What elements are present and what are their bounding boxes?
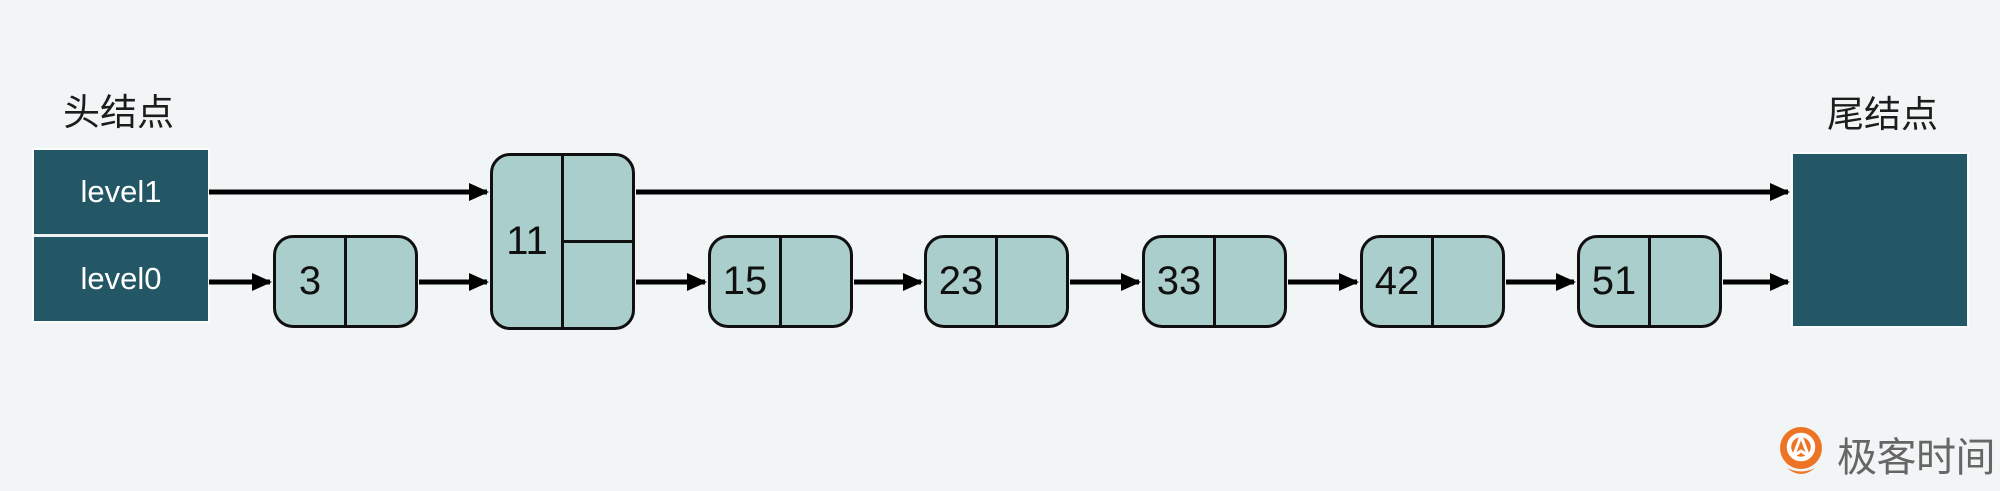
node-pointer-cell (782, 238, 850, 325)
node-pointer-cell (998, 238, 1066, 325)
node-value: 33 (1145, 238, 1216, 325)
node-pointer-cell-level0 (564, 243, 632, 327)
node-value: 51 (1580, 238, 1651, 325)
geektime-logo-icon (1780, 427, 1822, 474)
node-value: 42 (1363, 238, 1434, 325)
node-pointer-cell (1216, 238, 1284, 325)
node-value: 11 (493, 156, 564, 327)
node-23: 23 (924, 235, 1069, 328)
node-pointer-column (564, 156, 632, 327)
tail-node-box (1791, 152, 1969, 328)
node-3: 3 (273, 235, 418, 328)
node-value: 15 (711, 238, 782, 325)
head-cell-level0: level0 (80, 261, 162, 296)
node-value: 23 (927, 238, 998, 325)
node-42: 42 (1360, 235, 1505, 328)
node-value: 3 (276, 238, 347, 325)
tail-node-label: 尾结点 (1827, 94, 1938, 135)
node-pointer-cell-level1 (564, 156, 632, 243)
node-15: 15 (708, 235, 853, 328)
head-node-label: 头结点 (63, 92, 174, 133)
geektime-logo: 极客时间 (1779, 425, 1996, 483)
node-pointer-cell (1434, 238, 1502, 325)
node-pointer-cell (347, 238, 415, 325)
geektime-logo-text: 极客时间 (1837, 436, 1996, 480)
node-11: 11 (490, 153, 635, 330)
head-node-box: level1 level0 (32, 148, 210, 323)
node-pointer-cell (1651, 238, 1719, 325)
node-51: 51 (1577, 235, 1722, 328)
head-cell-level1: level1 (34, 150, 208, 237)
node-33: 33 (1142, 235, 1287, 328)
